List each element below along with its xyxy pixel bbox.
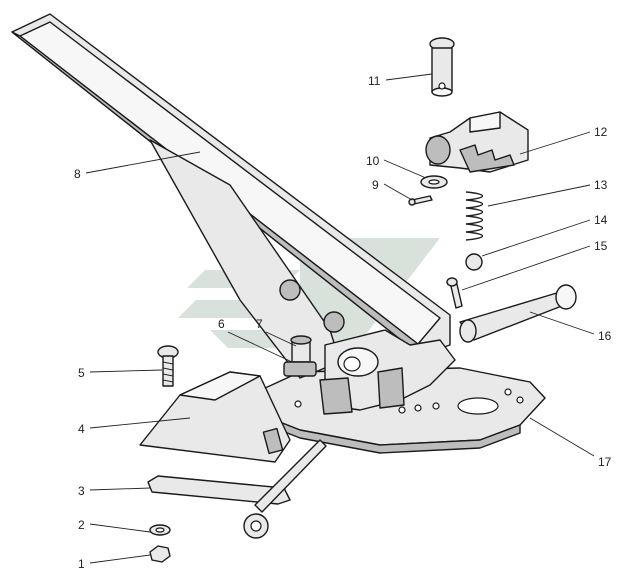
leader-14	[481, 219, 591, 257]
callout-7: 7	[256, 317, 263, 331]
clevis-pin-part	[429, 37, 455, 97]
callout-2: 2	[78, 518, 85, 532]
wedge-bracket-part	[139, 371, 291, 463]
callout-4: 4	[78, 422, 85, 436]
callout-14: 14	[594, 213, 608, 227]
leader-6	[227, 331, 293, 363]
leader-15	[461, 245, 591, 291]
ball-part	[465, 253, 483, 271]
leader-8	[85, 151, 201, 174]
callout-17: 17	[598, 455, 612, 469]
washer-part	[149, 524, 171, 536]
leader-2	[89, 523, 151, 533]
pedal-lever-part	[11, 13, 451, 379]
callout-13: 13	[594, 178, 608, 192]
callout-1: 1	[78, 557, 85, 571]
callout-16: 16	[598, 329, 612, 343]
leader-10	[383, 159, 427, 179]
leader-12	[519, 131, 591, 155]
callout-3: 3	[78, 484, 85, 498]
leader-9	[383, 183, 413, 201]
callout-6: 6	[218, 317, 225, 331]
leader-4	[89, 417, 191, 429]
leader-1	[89, 554, 151, 564]
leader-5	[89, 369, 163, 373]
leader-lines	[85, 73, 595, 564]
leader-11	[385, 73, 433, 81]
callout-12: 12	[594, 125, 608, 139]
leader-3	[89, 487, 151, 491]
callout-5: 5	[78, 366, 85, 380]
callout-8: 8	[74, 167, 81, 181]
callout-15: 15	[594, 239, 608, 253]
spring-part	[465, 191, 484, 241]
leader-16	[529, 311, 595, 335]
link-rod-part	[147, 439, 327, 539]
pivot-housing-part	[319, 329, 456, 415]
cotter-pin-part	[408, 195, 433, 206]
bolt-part	[283, 335, 317, 377]
small-washer-part	[420, 175, 448, 189]
callout-10: 10	[366, 154, 380, 168]
callout-11: 11	[368, 74, 381, 88]
leader-17	[529, 417, 595, 457]
leader-7	[265, 331, 297, 347]
callout-9: 9	[372, 178, 379, 192]
ratchet-block-part	[425, 111, 529, 173]
leader-13	[487, 184, 591, 207]
axle-pin-part	[459, 284, 577, 343]
screw-part	[157, 345, 179, 387]
callout-labels: 1 2 3 4 5 6 7 8 9 10 11 12 13 14 15 16 1…	[74, 74, 612, 571]
split-pin-part	[446, 277, 463, 309]
nut-part	[149, 545, 171, 563]
